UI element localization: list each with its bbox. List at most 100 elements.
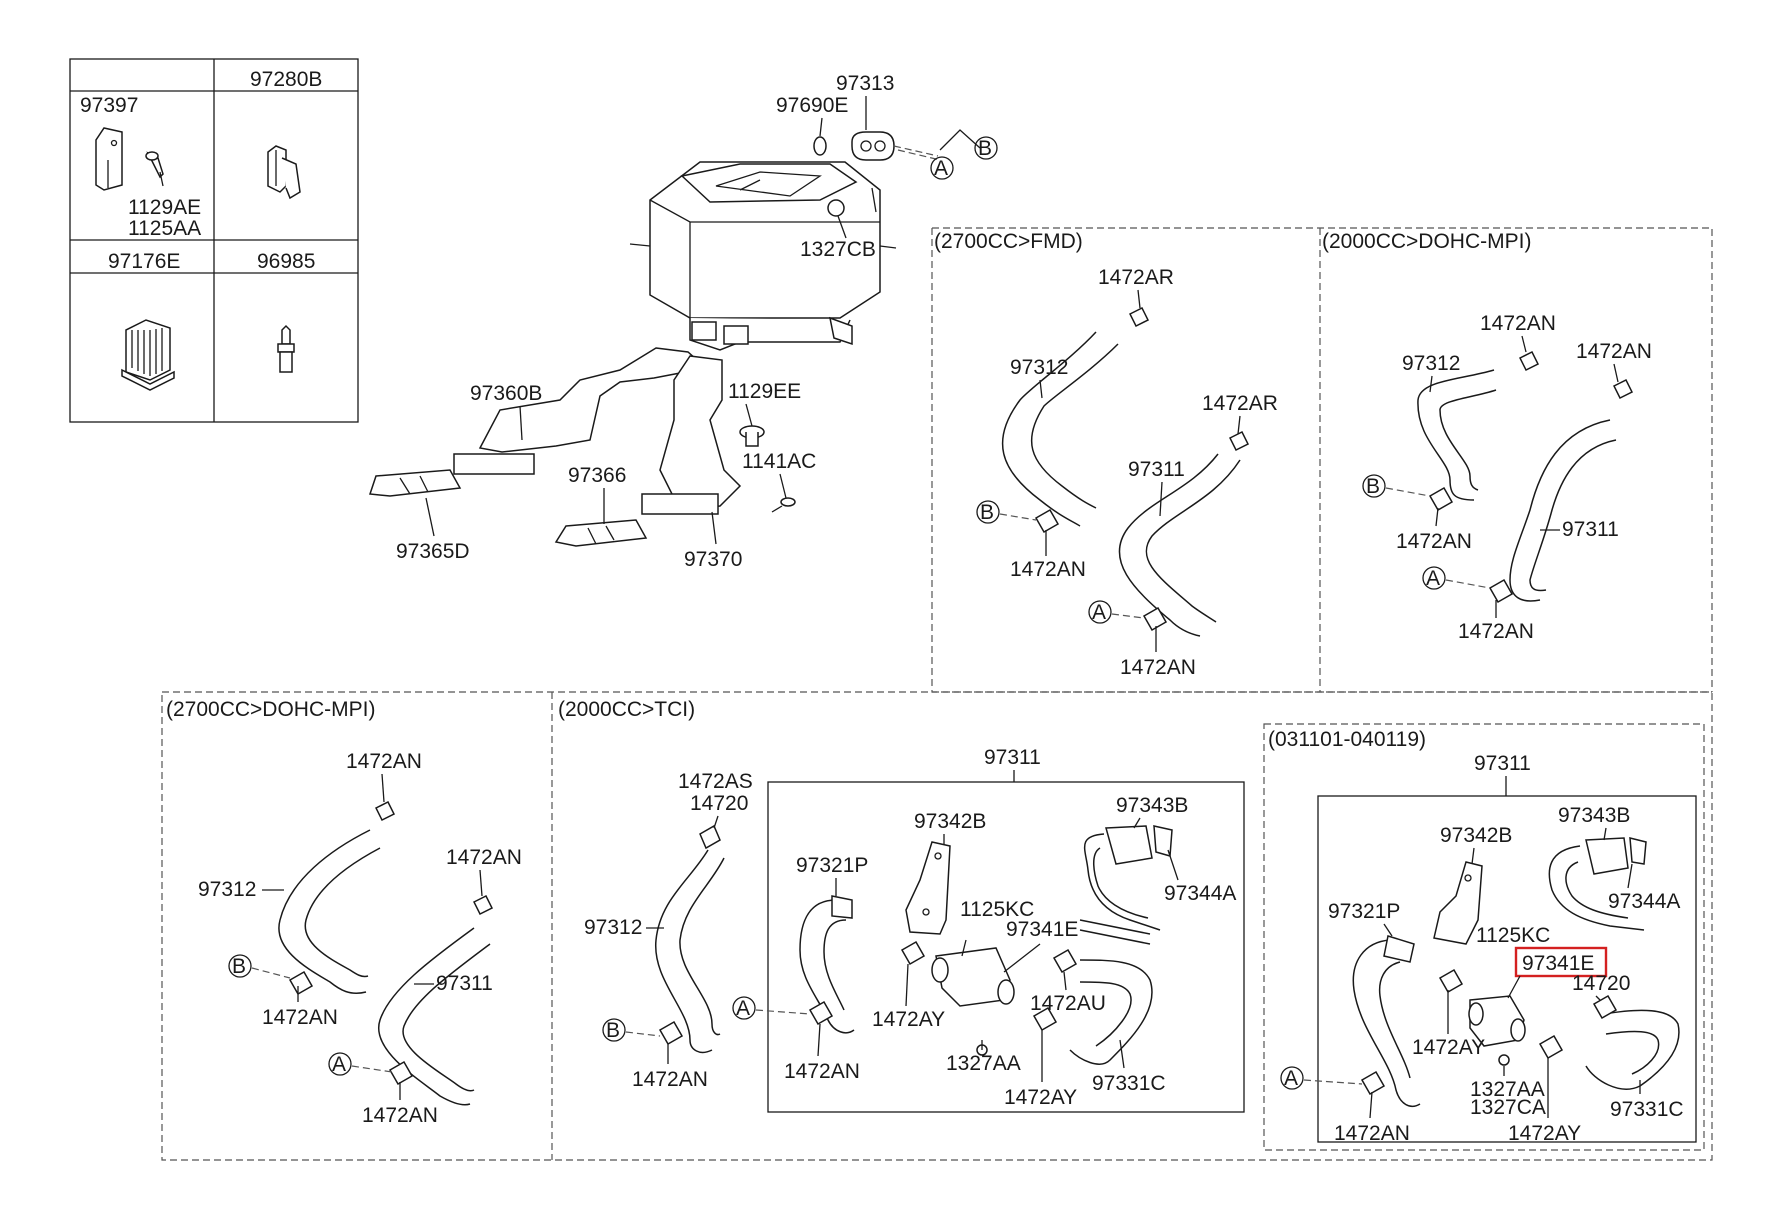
duct-97365d[interactable] (368, 469, 462, 497)
callout-97370[interactable]: 97370 (684, 548, 742, 571)
dohc2700-hose-97311[interactable] (377, 927, 491, 1106)
heater-unit[interactable] (629, 161, 897, 351)
fmd-callout-1472an-a[interactable]: 1472AN (1120, 656, 1196, 679)
callout-97365d[interactable]: 97365D (396, 540, 470, 563)
callout-97690e[interactable]: 97690E (776, 94, 848, 117)
fmd-hose-97312[interactable] (1001, 331, 1119, 527)
callout-97366[interactable]: 97366 (568, 464, 626, 487)
dohc2000-callout-97312[interactable]: 97312 (1402, 352, 1460, 375)
callout-97313[interactable]: 97313 (836, 72, 894, 95)
clip-1129ee[interactable] (739, 425, 765, 447)
late-actuator-97343b[interactable] (1548, 837, 1647, 931)
fmd-callout-97311[interactable]: 97311 (1128, 458, 1185, 481)
tci-hose-97312[interactable] (655, 849, 725, 1054)
late-nut-1327aa[interactable] (1498, 1054, 1510, 1066)
tci-callout-97344a[interactable]: 97344A (1164, 882, 1236, 905)
callout-1141ac[interactable]: 1141AC (742, 450, 816, 473)
tci-callout-1472an-b[interactable]: 1472AN (632, 1068, 708, 1091)
late-marker-a-label: A (1284, 1067, 1298, 1090)
tci-hose-97331c[interactable] (1069, 959, 1153, 1065)
late-callout-97331c[interactable]: 97331C (1610, 1098, 1684, 1121)
hose-clamp-icon (900, 940, 926, 966)
grommet-icon[interactable] (851, 131, 895, 161)
tci-callout-97321p[interactable]: 97321P (796, 854, 868, 877)
tci-bracket-97342b[interactable] (905, 841, 951, 935)
legend-header-97176e: 97176E (108, 250, 180, 273)
legend-cell-1129ae[interactable]: 1129AE (128, 196, 201, 219)
callout-1129ee[interactable]: 1129EE (728, 380, 801, 403)
tci-callout-1472au[interactable]: 1472AU (1030, 992, 1106, 1015)
tci-callout-1125kc[interactable]: 1125KC (960, 898, 1034, 921)
tci-callout-97311[interactable]: 97311 (984, 746, 1041, 769)
marker-b-label: B (978, 137, 992, 160)
late-callout-1472ay-left[interactable]: 1472AY (1412, 1036, 1485, 1059)
tci-callout-97331c[interactable]: 97331C (1092, 1072, 1166, 1095)
fmd-callout-1472ar-top[interactable]: 1472AR (1098, 266, 1174, 289)
fmd-hose-97311[interactable] (1118, 453, 1241, 637)
duct-97366[interactable] (554, 519, 648, 547)
section-2000-tci: (2000CC>TCI) (558, 698, 695, 721)
dohc2700-hose-97312[interactable] (278, 829, 381, 994)
dohc2000-callout-1472an-top1[interactable]: 1472AN (1480, 312, 1556, 335)
fmd-callout-97312[interactable]: 97312 (1010, 356, 1068, 379)
late-valve-97341e[interactable] (1468, 995, 1526, 1047)
late-hose-97321p[interactable] (1352, 935, 1421, 1108)
legend-header-97280b: 97280B (250, 68, 322, 91)
tci-callout-97312[interactable]: 97312 (584, 916, 642, 939)
tci-callout-97342b[interactable]: 97342B (914, 810, 986, 833)
tci-callout-1472ay-bottom[interactable]: 1472AY (1004, 1086, 1077, 1109)
late-hose-97331c[interactable] (1585, 1009, 1680, 1090)
legend-cell-1125aa[interactable]: 1125AA (128, 217, 201, 240)
late-bracket-97342b[interactable] (1433, 861, 1483, 945)
dohc2000-callout-97311[interactable]: 97311 (1562, 518, 1619, 541)
callout-1327cb[interactable]: 1327CB (800, 238, 876, 261)
marker-a: A (930, 156, 954, 180)
legend-cell-97397[interactable]: 97397 (80, 94, 138, 117)
callout-97360b[interactable]: 97360B (470, 382, 542, 405)
tci-callout-97343b[interactable]: 97343B (1116, 794, 1188, 817)
dohc2000-callout-1472an-top2[interactable]: 1472AN (1576, 340, 1652, 363)
dohc2700-callout-97312[interactable]: 97312 (198, 878, 256, 901)
fmd-callout-1472ar[interactable]: 1472AR (1202, 392, 1278, 415)
late-callout-1327aa[interactable]: 1327AA (1470, 1078, 1545, 1101)
late-callout-97342b[interactable]: 97342B (1440, 824, 1512, 847)
dohc2700-callout-1472an-top2[interactable]: 1472AN (446, 846, 522, 869)
tci-marker-b-label: B (606, 1019, 620, 1042)
o-ring-icon[interactable] (813, 136, 827, 156)
late-callout-1327ca[interactable]: 1327CA (1470, 1096, 1546, 1119)
dohc2700-callout-1472an-a[interactable]: 1472AN (362, 1104, 438, 1127)
resistor-icon (121, 319, 175, 391)
tci-callout-14720[interactable]: 14720 (690, 792, 748, 815)
tci-assembly-frame (767, 781, 1245, 1113)
tci-callout-97341e[interactable]: 97341E (1006, 918, 1078, 941)
dohc2000-hose-97311[interactable] (1509, 419, 1617, 602)
duct-97370[interactable] (641, 355, 742, 515)
dohc2700-callout-1472an-top1[interactable]: 1472AN (346, 750, 422, 773)
fmd-marker-b-label: B (980, 501, 994, 524)
tci-valve-97341e[interactable] (931, 939, 1015, 1007)
tci-callout-1472an-a[interactable]: 1472AN (784, 1060, 860, 1083)
tci-hose-97321p[interactable] (799, 895, 855, 1034)
dohc2000-callout-1472an-b[interactable]: 1472AN (1396, 530, 1472, 553)
dohc2000-hose-97312[interactable] (1417, 369, 1497, 501)
screw-1141ac[interactable] (771, 497, 796, 513)
late-callout-97344a[interactable]: 97344A (1608, 890, 1680, 913)
late-callout-97343b[interactable]: 97343B (1558, 804, 1630, 827)
late-callout-1125kc[interactable]: 1125KC (1476, 924, 1550, 947)
tci-actuator-97343b[interactable] (1079, 825, 1173, 945)
dohc2000-callout-1472an-a[interactable]: 1472AN (1458, 620, 1534, 643)
late-callout-1472ay-bottom[interactable]: 1472AY (1508, 1122, 1581, 1145)
dohc2700-callout-1472an-b[interactable]: 1472AN (262, 1006, 338, 1029)
fmd-callout-1472an-b[interactable]: 1472AN (1010, 558, 1086, 581)
dohc2700-callout-97311[interactable]: 97311 (436, 972, 493, 995)
tci-callout-1472as[interactable]: 1472AS (678, 770, 753, 793)
late-callout-97311[interactable]: 97311 (1474, 752, 1531, 775)
late-callout-14720[interactable]: 14720 (1572, 972, 1630, 995)
late-callout-97321p[interactable]: 97321P (1328, 900, 1400, 923)
late-callout-1472an[interactable]: 1472AN (1334, 1122, 1410, 1145)
tci-callout-1472ay-left[interactable]: 1472AY (872, 1008, 945, 1031)
tci-callout-1327aa[interactable]: 1327AA (946, 1052, 1021, 1075)
late-callout-97341e[interactable]: 97341E (1522, 952, 1594, 975)
